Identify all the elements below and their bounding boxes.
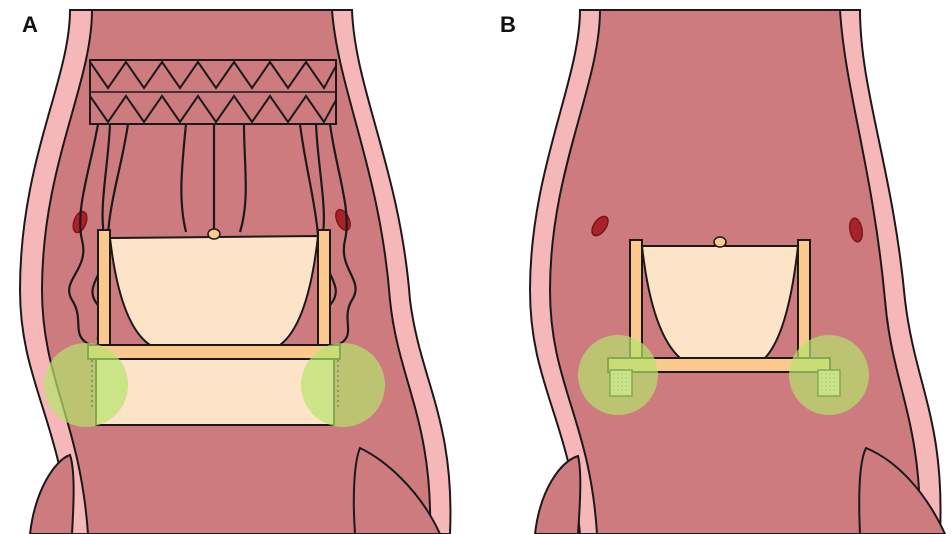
panel-b: [530, 10, 945, 534]
inflow-sleeve-a: [96, 359, 334, 425]
ventricle-left-b: [535, 456, 580, 534]
highlight-right-a: [301, 343, 385, 427]
ventricle-left-a: [30, 455, 74, 534]
sealing-skirt-a: [88, 345, 340, 359]
valve-leaflet-a: [110, 236, 318, 345]
highlight-left-b: [578, 335, 658, 415]
highlight-left-a: [44, 343, 128, 427]
panel-a: [20, 10, 450, 534]
valve-commissure-a: [208, 229, 220, 239]
highlight-right-b: [789, 335, 869, 415]
valve-commissure-b: [714, 237, 726, 247]
